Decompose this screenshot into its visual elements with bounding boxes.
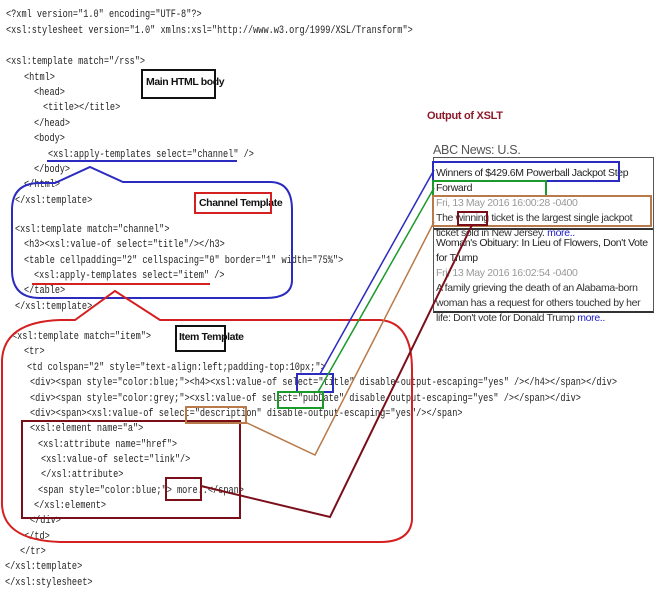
code-line: <body> xyxy=(34,133,65,145)
code-line: </xsl:attribute> xyxy=(41,469,124,481)
code-line: <xsl:attribute name="href"> xyxy=(38,439,178,451)
code-line: </xsl:template> xyxy=(15,301,93,313)
code-line: </xsl:template> xyxy=(5,561,83,573)
item-title: Woman's Obituary: In Lieu of Flowers, Do… xyxy=(436,237,648,264)
item-template-box xyxy=(175,325,226,352)
row-divider xyxy=(434,228,653,230)
pubdate-select-box xyxy=(277,391,324,409)
main-html-body-label: Main HTML body xyxy=(146,76,225,88)
link-element-box xyxy=(21,420,241,519)
code-line: <table cellpadding="2" cellspacing="0" b… xyxy=(24,255,344,267)
output-table: Winners of $429.6M Powerball Jackpot Ste… xyxy=(433,157,654,324)
code-line: </body> xyxy=(34,164,71,176)
channel-template-box xyxy=(194,192,272,214)
output-pubdate-box xyxy=(432,180,547,197)
code-line: </head> xyxy=(34,118,71,130)
output-title-box xyxy=(432,161,620,182)
code-line: <td colspan="2" style="text-align:left;p… xyxy=(27,362,326,374)
code-line: <xsl:element name="a"> xyxy=(30,423,144,435)
output-item: Winners of $429.6M Powerball Jackpot Ste… xyxy=(436,166,653,241)
item-template-callout xyxy=(0,289,413,543)
channel-template-label: Channel Template xyxy=(199,197,283,209)
code-line: </xsl:template> xyxy=(15,195,93,207)
code-line: </xsl:element> xyxy=(34,500,107,512)
title-select-box xyxy=(296,373,334,393)
code-line: </xsl:stylesheet> xyxy=(5,577,93,589)
item-template-label: Item Template xyxy=(179,331,244,343)
more-connector xyxy=(200,224,473,519)
code-line: <tr> xyxy=(24,346,45,358)
code-line: <span style="color:blue;"> more..</span> xyxy=(38,485,244,497)
more-box xyxy=(165,477,202,501)
code-line: <xsl:apply-templates select="item" /> xyxy=(34,270,225,282)
code-line: <xsl:stylesheet version="1.0" xmlns:xsl=… xyxy=(6,25,413,37)
output-more-box xyxy=(457,211,488,226)
pubdate-connector xyxy=(317,187,435,393)
code-line: <?xml version="1.0" encoding="UTF-8"?> xyxy=(6,9,202,21)
code-line: <xsl:value-of select="link"/> xyxy=(41,454,191,466)
code-line: <div><span><xsl:value-of select="descrip… xyxy=(30,408,463,420)
more-link[interactable]: more.. xyxy=(547,227,575,239)
description-select-box xyxy=(185,406,247,424)
description-connector xyxy=(244,221,435,456)
code-line: <xsl:apply-templates select="channel" /> xyxy=(48,149,254,161)
item-title: Winners of $429.6M Powerball Jackpot Ste… xyxy=(436,167,629,194)
item-pubdate: Fri, 13 May 2016 16:00:28 -0400 xyxy=(436,197,578,209)
title-connector xyxy=(319,169,435,375)
code-line: <xsl:template match="/rss"> xyxy=(6,56,146,68)
code-line: </table> xyxy=(24,285,66,297)
output-channel-title: ABC News: U.S. xyxy=(433,143,521,157)
more-link[interactable]: more.. xyxy=(577,312,605,324)
main-html-body-box xyxy=(141,69,216,99)
code-line: <html> xyxy=(24,72,55,84)
code-line: <title></title> xyxy=(43,102,121,114)
item-description: A family grieving the death of an Alabam… xyxy=(436,282,641,324)
code-line: <xsl:template match="channel"> xyxy=(15,224,170,236)
channel-template-callout xyxy=(11,165,293,299)
code-line: <div><span style="color:blue;"><h4><xsl:… xyxy=(30,377,617,389)
code-line: <xsl:template match="item"> xyxy=(12,331,152,343)
output-item: Woman's Obituary: In Lieu of Flowers, Do… xyxy=(436,236,653,326)
code-line: <h3><xsl:value-of select="title"/></h3> xyxy=(24,239,225,251)
code-line: <head> xyxy=(34,87,65,99)
output-description-box xyxy=(432,195,652,227)
item-description: The winning ticket is the largest single… xyxy=(436,212,633,239)
code-line: </tr> xyxy=(20,546,46,558)
item-pubdate: Fri, 13 May 2016 16:02:54 -0400 xyxy=(436,267,578,279)
output-heading: Output of XSLT xyxy=(427,110,503,122)
